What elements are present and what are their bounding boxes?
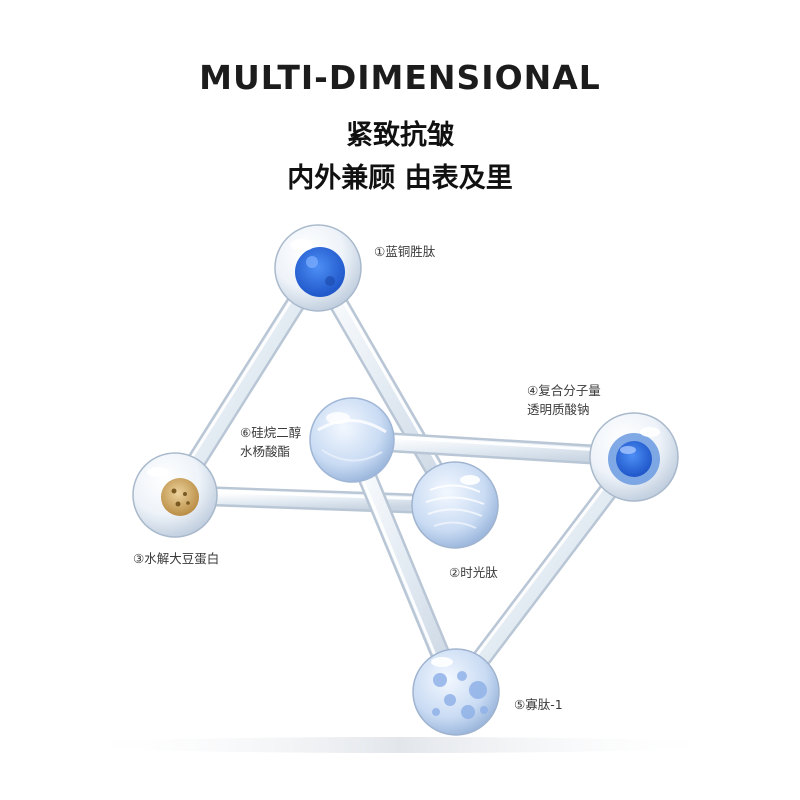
title: MULTI-DIMENSIONAL	[199, 58, 601, 97]
rod-3-2	[165, 485, 465, 515]
subtitle-line-1: 紧致抗皱	[346, 120, 454, 151]
subtitle-line-2: 内外兼顾 由表及里	[287, 163, 513, 194]
label-oligopeptide-1: ⑤寡肽-1	[514, 697, 563, 712]
sphere-oligopeptide-1	[412, 648, 500, 736]
sphere-silanediol-salicylate	[309, 397, 395, 483]
label-time-peptide: ②时光肽	[449, 565, 498, 580]
rod-4-5	[446, 447, 644, 702]
label-silanediol-salicylate: ⑥硅烷二醇 水杨酸酯	[240, 425, 302, 459]
sphere-hydrolyzed-soy-protein	[132, 452, 218, 538]
rod-6-4	[342, 430, 644, 467]
label-blue-copper-peptide: ①蓝铜胜肽	[374, 244, 436, 259]
sphere-blue-copper-peptide	[274, 224, 362, 312]
rod-1-2	[308, 258, 465, 515]
floor-shadow	[70, 737, 730, 753]
rod-6-5	[342, 430, 466, 702]
label-hydrolyzed-soy-protein: ③水解大豆蛋白	[133, 551, 220, 566]
label-hyaluronate: ④复合分子量 透明质酸钠	[527, 383, 601, 417]
connector-rods	[165, 258, 644, 702]
sphere-hyaluronate	[589, 412, 679, 502]
rod-1-3	[165, 258, 328, 505]
sphere-time-peptide	[411, 461, 499, 549]
